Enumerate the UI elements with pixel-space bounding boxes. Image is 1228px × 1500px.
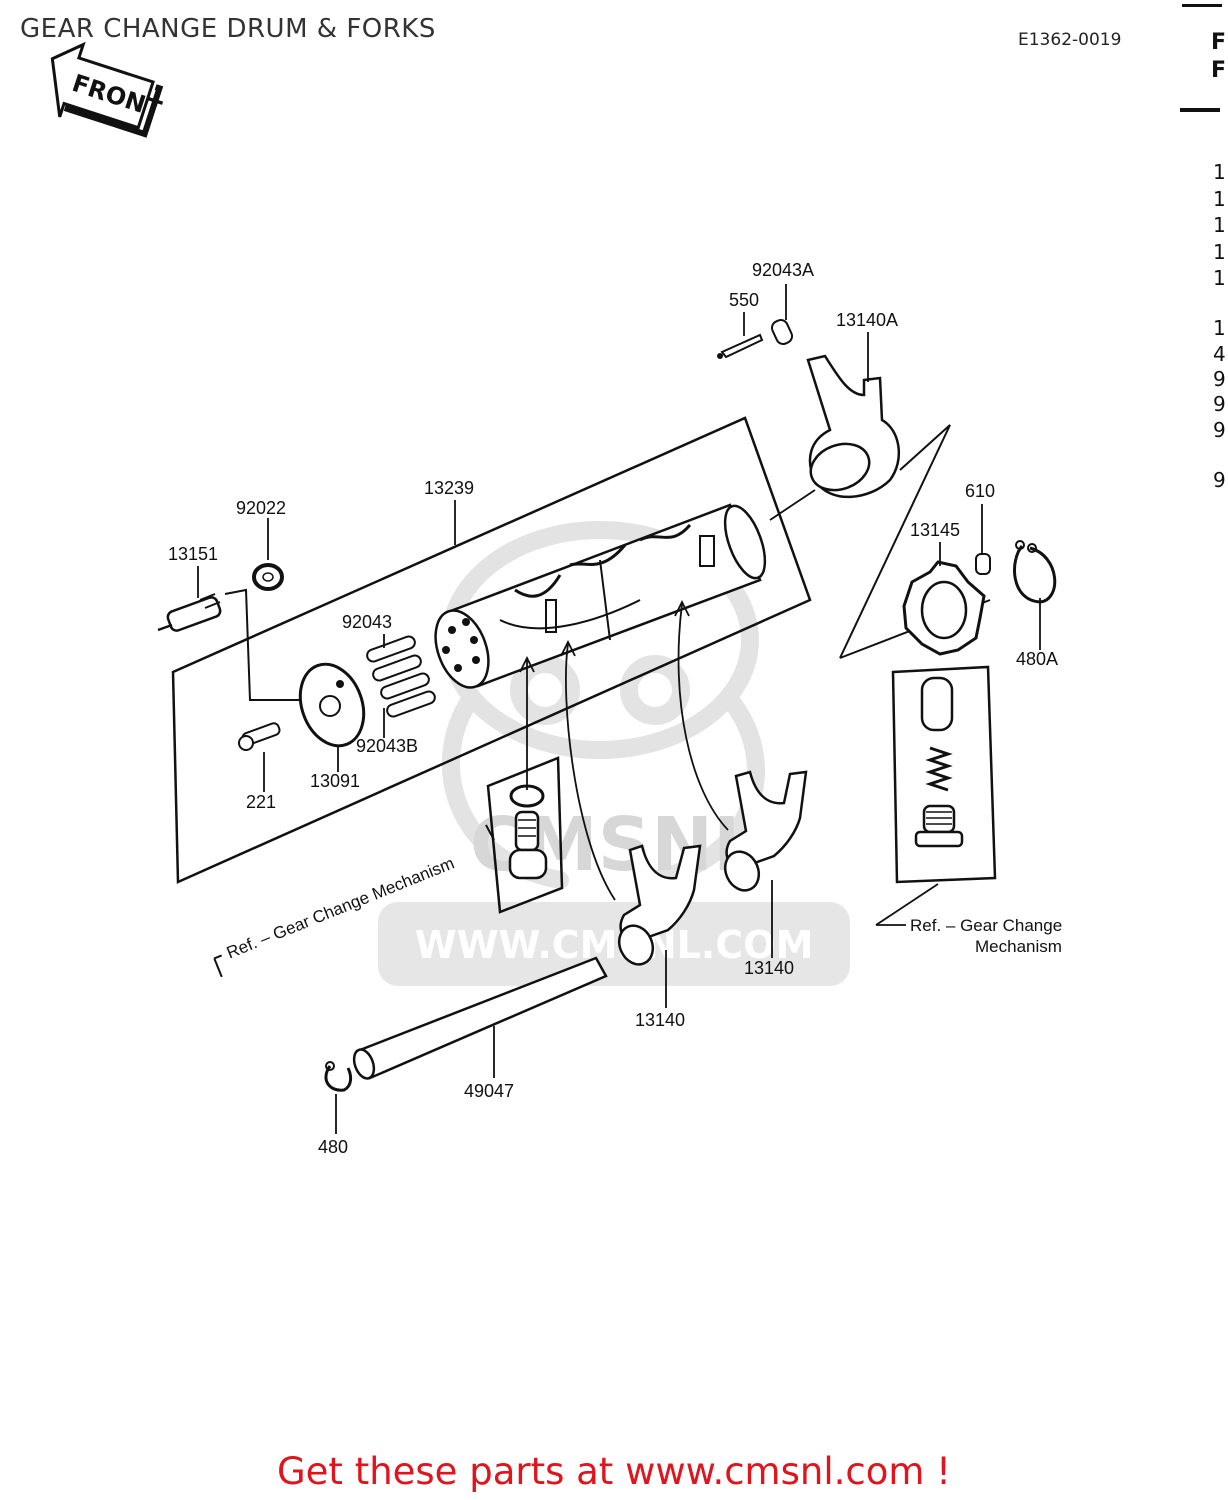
- strip-row-char: 9: [1213, 418, 1226, 442]
- fork-shaft-49047: [352, 956, 608, 1080]
- label-13140a: 13140A: [836, 310, 898, 330]
- cotter-pin-550: [717, 333, 764, 359]
- star-cam-13145: [902, 560, 986, 656]
- leader-lines: [197, 284, 1041, 1134]
- strip-row-char: 9: [1213, 468, 1226, 492]
- bolt-221: [238, 722, 281, 751]
- label-92022: 92022: [236, 498, 286, 518]
- strip-row-char: 1: [1213, 240, 1226, 264]
- pin-92043a: [770, 319, 794, 345]
- label-92043b: 92043B: [356, 736, 418, 756]
- strip-header-char: F: [1211, 58, 1227, 83]
- switch-to-plate-line: [224, 588, 300, 701]
- watermark-banner: [378, 902, 850, 986]
- strip-row-char: 1: [1213, 316, 1226, 340]
- label-221: 221: [246, 792, 276, 812]
- pin-plate-13091: [298, 662, 366, 748]
- strip-top-rule: [1182, 4, 1222, 7]
- strip-header-rule: [1180, 108, 1220, 112]
- label-480a: 480A: [1016, 649, 1058, 669]
- strip-row-char: 1: [1213, 160, 1226, 184]
- fork-13140a-frame: [839, 424, 951, 659]
- detent-spring: [925, 746, 953, 792]
- diagram-code: E1362-0019: [1018, 30, 1122, 50]
- label-13140-right: 13140: [744, 958, 794, 978]
- strip-row-char: 1: [1213, 266, 1226, 290]
- detent-box-right: [891, 665, 997, 884]
- footer-cta-link[interactable]: Get these parts at www.cmsnl.com !: [276, 1450, 951, 1493]
- label-13151: 13151: [168, 544, 218, 564]
- label-92043a: 92043A: [752, 260, 814, 280]
- label-49047: 49047: [464, 1081, 514, 1101]
- label-13145: 13145: [910, 520, 960, 540]
- strip-row-char: 1: [1213, 213, 1226, 237]
- strip-row-char: 1: [1213, 187, 1226, 211]
- shift-fork-13140-right: [723, 770, 808, 892]
- shift-fork-13140a: [806, 354, 901, 499]
- page-title: GEAR CHANGE DRUM & FORKS: [20, 14, 436, 44]
- strip-row-char: 9: [1213, 392, 1226, 416]
- assembly-arrows: [519, 489, 816, 901]
- drum-assembly-box: [171, 416, 812, 884]
- detent-plunger: [920, 676, 954, 732]
- label-480: 480: [318, 1137, 348, 1157]
- detent-plug: [914, 804, 964, 848]
- gear-change-drum: [434, 503, 767, 689]
- ref-right-line2: Mechanism: [975, 937, 1062, 956]
- strip-row-char: 4: [1213, 342, 1226, 366]
- circlip-480a: [1013, 540, 1057, 604]
- label-13140-left: 13140: [635, 1010, 685, 1030]
- watermark-url: WWW.CMSNL.COM: [415, 923, 814, 967]
- detent-box-left: [486, 756, 564, 914]
- label-550: 550: [729, 290, 759, 310]
- label-13091: 13091: [310, 771, 360, 791]
- circlip-480: [324, 1061, 353, 1092]
- neutral-switch-13151: [157, 593, 222, 632]
- label-92043: 92043: [342, 612, 392, 632]
- washer-92022: [252, 563, 284, 591]
- pins-92043: [366, 635, 436, 718]
- label-610: 610: [965, 481, 995, 501]
- front-arrow: FRONT: [50, 41, 165, 138]
- shift-fork-13140-left: [617, 844, 702, 966]
- ref-right-line1: Ref. – Gear Change: [910, 916, 1062, 935]
- label-13239: 13239: [424, 478, 474, 498]
- pin-610: [975, 553, 991, 575]
- strip-row-char: 9: [1213, 367, 1226, 391]
- strip-header-char: F: [1211, 30, 1227, 55]
- parts-list-strip: F F 1 1 1 1 1 1 4 9 9 9 9: [1180, 0, 1226, 520]
- detent-plunger-left: [508, 784, 548, 880]
